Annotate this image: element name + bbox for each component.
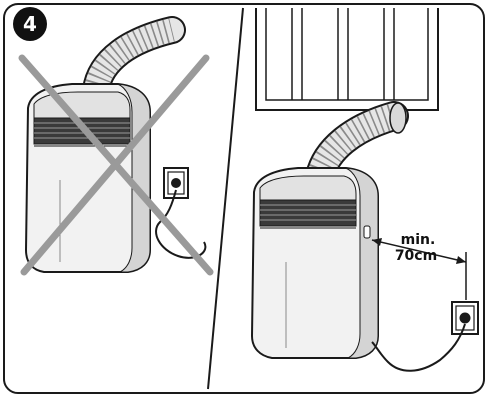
distance-label-value: 70cm	[395, 248, 437, 264]
distance-label-min: min.	[401, 232, 436, 248]
air-grille-right	[260, 200, 356, 226]
power-outlet-icon	[452, 302, 478, 334]
step-badge: 4	[13, 7, 47, 41]
step-number: 4	[23, 12, 37, 36]
air-conditioner-unit-right	[252, 168, 378, 358]
